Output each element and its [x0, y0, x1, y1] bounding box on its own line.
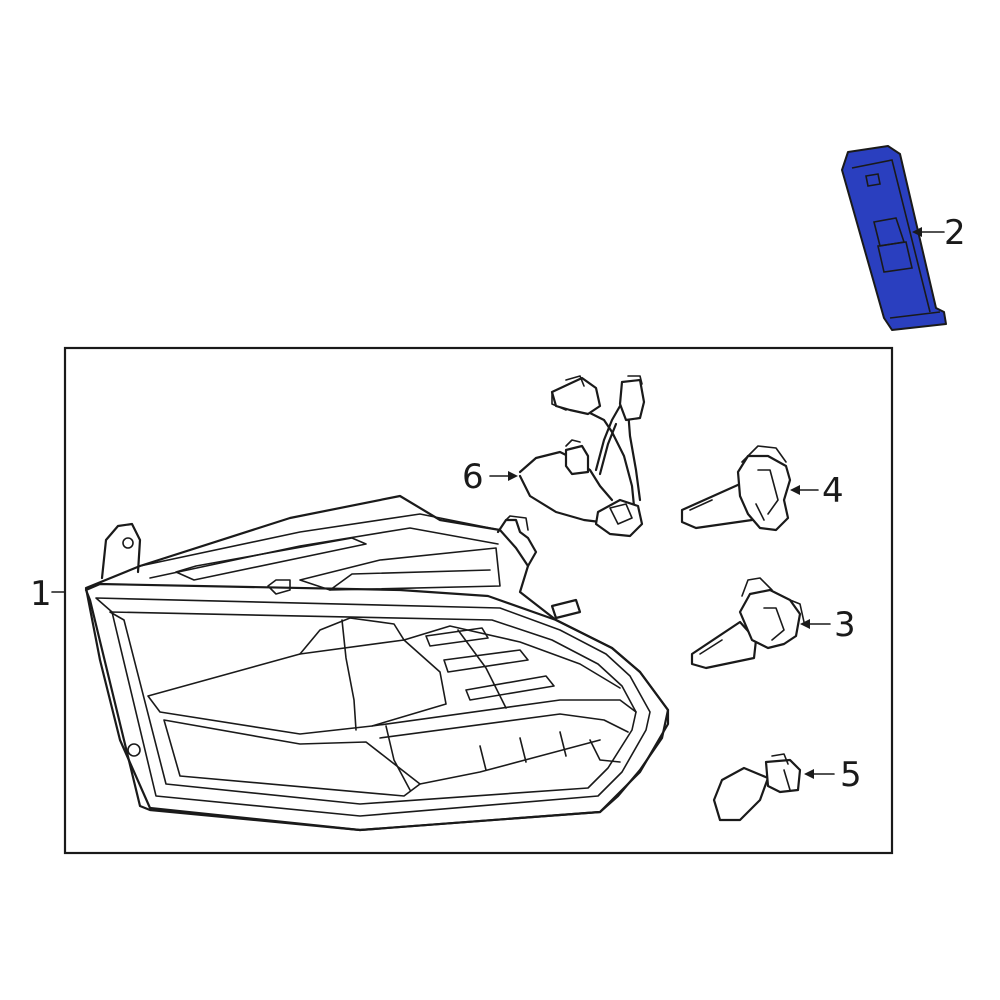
assembly-frame — [63, 346, 894, 855]
part-6-wiring-harness[interactable] — [518, 375, 646, 538]
callout-1: 1 — [30, 574, 52, 614]
leader-lines — [51, 227, 945, 779]
callout-2: 2 — [944, 213, 966, 253]
callout-5: 5 — [840, 755, 862, 795]
callout-3: 3 — [834, 605, 856, 645]
part-1-headlamp[interactable] — [84, 494, 670, 832]
callout-6: 6 — [462, 457, 484, 497]
part-4-bulb[interactable] — [680, 445, 792, 532]
part-3-bulb[interactable] — [690, 577, 805, 670]
part-2-bracket[interactable] — [841, 145, 947, 331]
callout-4: 4 — [822, 471, 844, 511]
part-5-bulb[interactable] — [712, 753, 802, 822]
